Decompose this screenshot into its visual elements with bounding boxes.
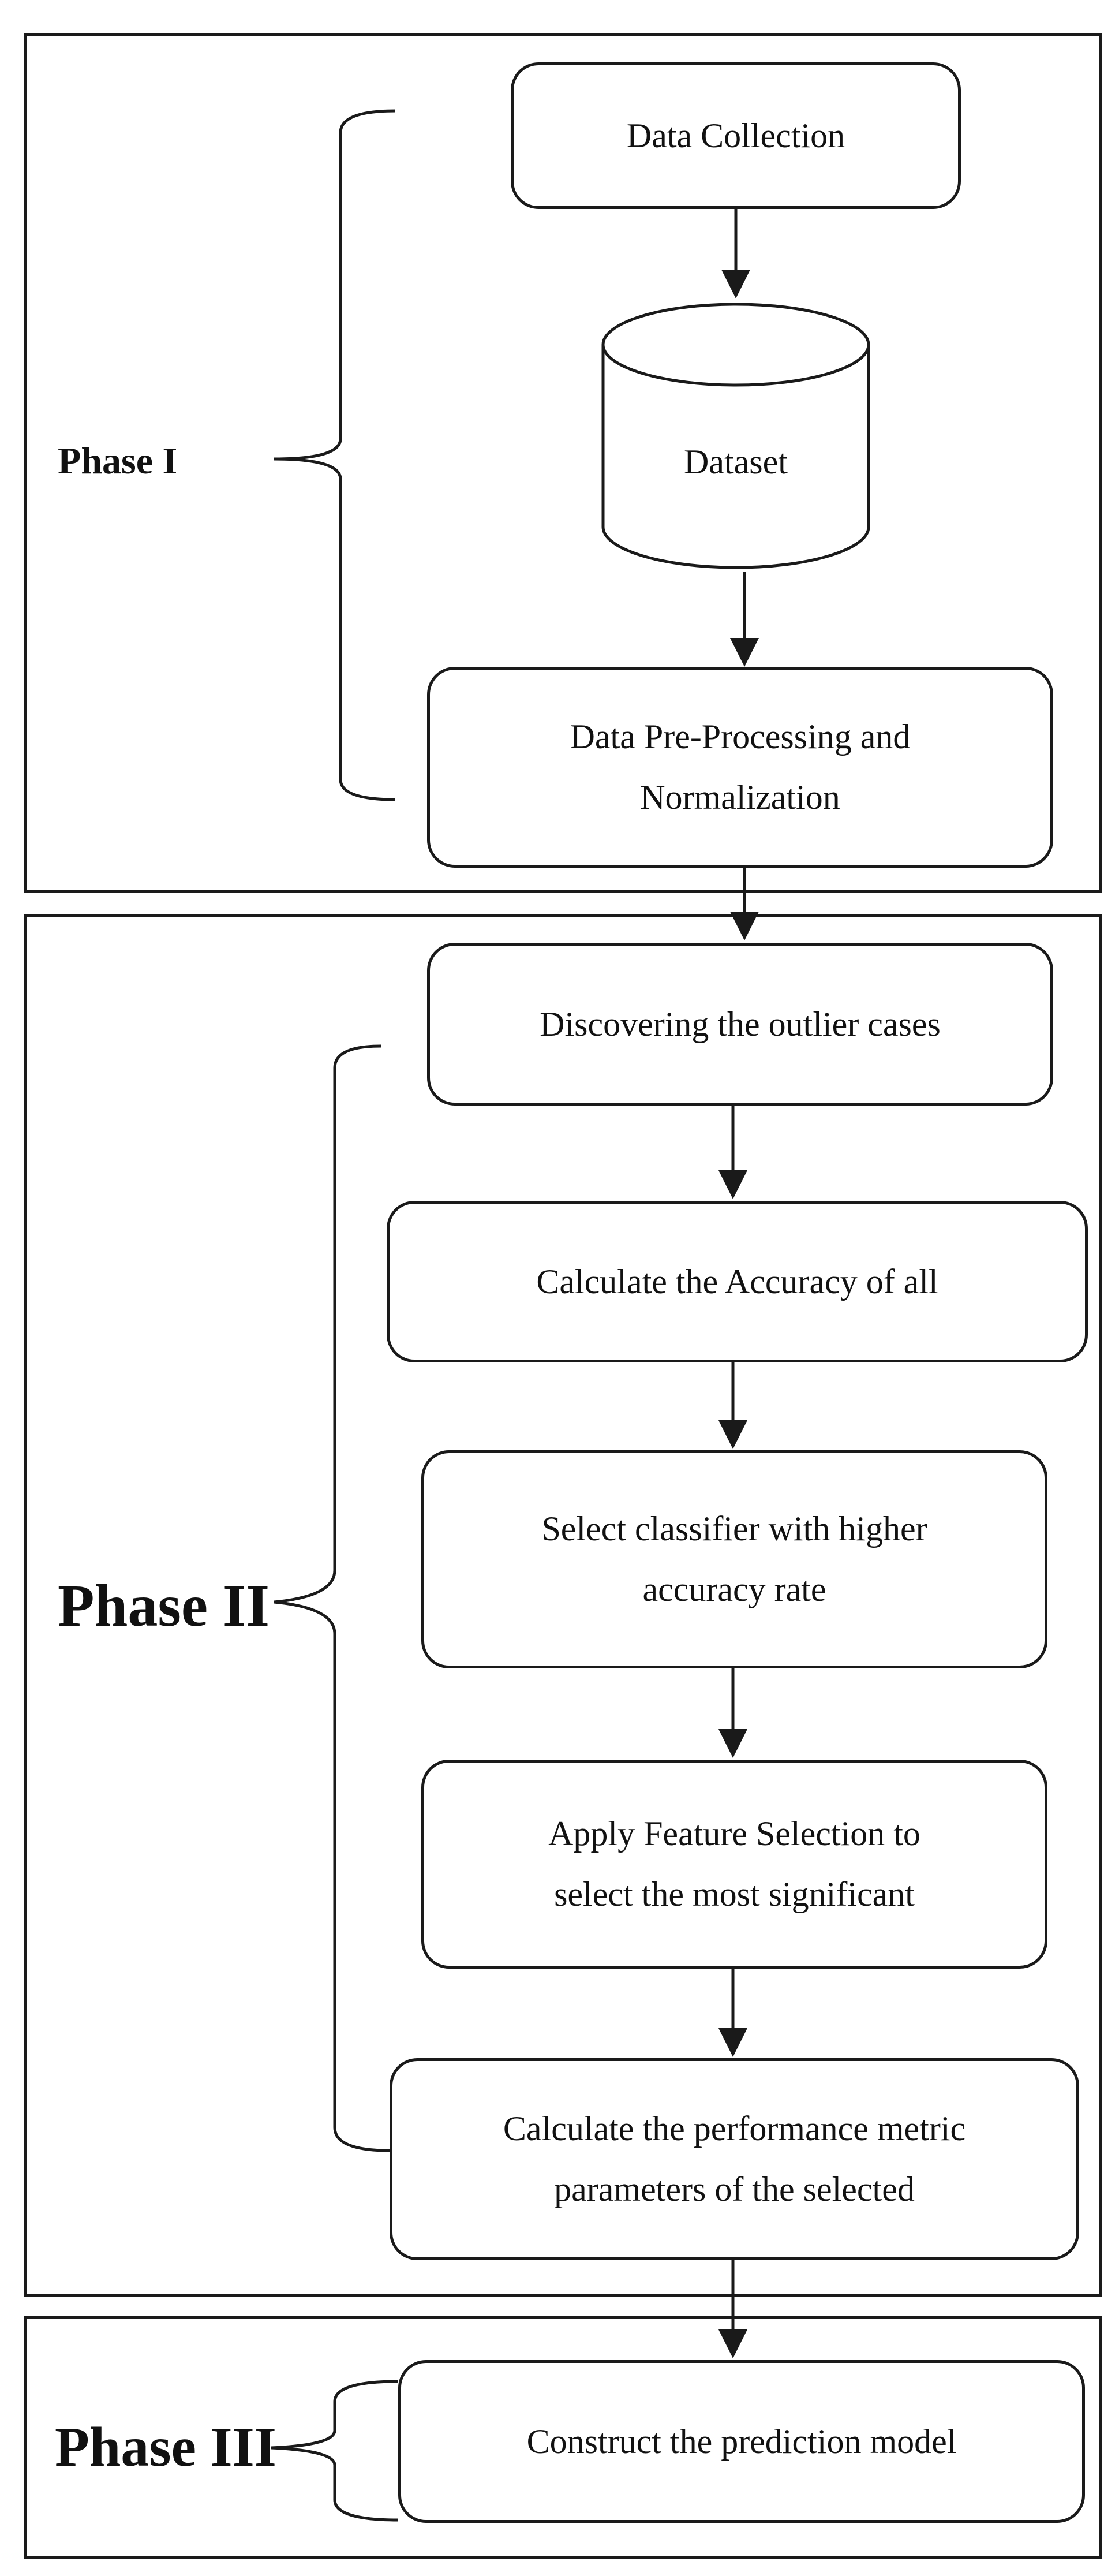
phase-2-label: Phase II bbox=[58, 1573, 270, 1639]
dataset-cylinder bbox=[601, 345, 870, 569]
phase-3-label: Phase III bbox=[55, 2416, 276, 2478]
phase-3-brace bbox=[271, 2380, 399, 2522]
select-classifier-node: Select classifier with higher accuracy r… bbox=[421, 1450, 1047, 1668]
phase-2-brace bbox=[274, 1044, 390, 2152]
feature-selection-node: Apply Feature Selection to select the mo… bbox=[421, 1760, 1047, 1969]
dataset-cylinder-top bbox=[601, 303, 870, 387]
phase-1-brace bbox=[274, 109, 396, 801]
phase-3-frame bbox=[24, 2316, 1102, 2559]
preprocessing-node: Data Pre-Processing and Normalization bbox=[427, 667, 1053, 868]
accuracy-all-node: Calculate the Accuracy of all bbox=[387, 1201, 1088, 1362]
outliers-node: Discovering the outlier cases bbox=[427, 943, 1053, 1106]
prediction-model-node: Construct the prediction model bbox=[398, 2360, 1085, 2523]
phase-1-frame bbox=[24, 33, 1102, 893]
performance-metrics-node: Calculate the performance metric paramet… bbox=[390, 2058, 1079, 2260]
data-collection-node: Data Collection bbox=[511, 62, 961, 209]
phase-2-frame bbox=[24, 914, 1102, 2297]
phase-1-label: Phase I bbox=[58, 440, 178, 482]
dataset-label: Dataset bbox=[684, 442, 788, 481]
